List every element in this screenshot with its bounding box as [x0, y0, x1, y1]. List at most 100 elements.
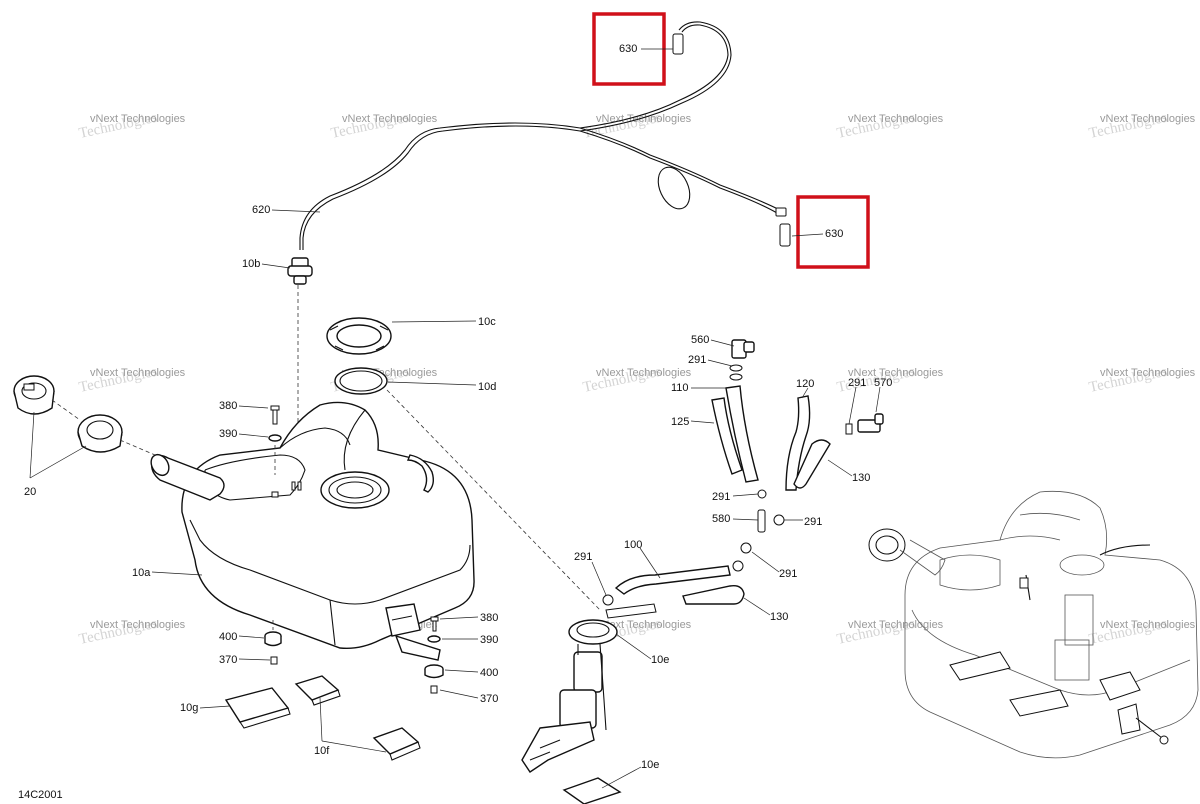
clamp-291[interactable] [729, 373, 743, 381]
clamp-291[interactable] [602, 594, 614, 606]
vent-hose-620[interactable] [299, 21, 791, 250]
callout-400: 400 [219, 631, 237, 643]
callout-390: 390 [219, 428, 237, 440]
lock-ring-10c[interactable] [326, 317, 392, 355]
hose-120[interactable] [785, 395, 811, 491]
callout-10c: 10c [478, 316, 496, 328]
clamp-291[interactable] [732, 560, 744, 572]
pad-10g[interactable] [224, 687, 291, 729]
washer-390[interactable] [268, 434, 282, 442]
pad-10f-lower[interactable] [372, 727, 421, 761]
bolt-380[interactable] [270, 405, 280, 425]
clamp-291[interactable] [729, 364, 743, 372]
callout-125: 125 [671, 416, 689, 428]
callout-10g: 10g [180, 702, 198, 714]
callout-291: 291 [779, 568, 797, 580]
clamp-291[interactable] [757, 489, 767, 499]
fuel-cap-adapter-20[interactable] [77, 414, 123, 453]
callout-labels: 630 630 620 10b 10c 10d 380 390 20 10a 4… [18, 43, 892, 801]
watermark: Technologies vNext Technologies [1088, 616, 1196, 648]
callout-291: 291 [688, 354, 706, 366]
callout-291: 291 [574, 551, 592, 563]
fuel-tank-10a[interactable] [181, 401, 475, 650]
callout-291: 291 [848, 377, 866, 389]
svg-text:vNext Technologies: vNext Technologies [1100, 619, 1196, 631]
svg-text:vNext Technologies: vNext Technologies [848, 367, 944, 379]
svg-text:vNext Technologies: vNext Technologies [848, 619, 944, 631]
callout-390-right: 390 [480, 634, 498, 646]
clamp-291[interactable] [773, 514, 785, 526]
watermark: Technologies vNext Technologies [78, 110, 186, 142]
nut-370-right[interactable] [430, 685, 438, 694]
watermark: Technologies vNext Technologies [78, 364, 186, 396]
connector-560[interactable] [731, 339, 755, 359]
assembly-line [386, 389, 601, 611]
watermark: Technologies vNext Technologies [1088, 364, 1196, 396]
callout-560: 560 [691, 334, 709, 346]
callout-570: 570 [874, 377, 892, 389]
bolt-380-right[interactable] [430, 616, 439, 632]
watermark: Technologies vNext Technologies [78, 616, 186, 648]
callout-380: 380 [219, 400, 237, 412]
svg-text:vNext Technologies: vNext Technologies [848, 113, 944, 125]
callout-400-right: 400 [480, 667, 498, 679]
mount-bracket[interactable] [394, 634, 441, 661]
callout-630-right: 630 [825, 228, 843, 240]
watermark: Technologies vNext Technologies [330, 110, 438, 142]
callout-20: 20 [24, 486, 36, 498]
watermark: Technologies vNext Technologies [836, 616, 944, 648]
hose-100[interactable] [614, 565, 731, 595]
callout-110: 110 [671, 382, 689, 394]
callout-10e: 10e [641, 759, 659, 771]
connector-570[interactable] [857, 413, 884, 433]
callout-130: 130 [852, 472, 870, 484]
callout-291: 291 [712, 491, 730, 503]
watermark: Technologies vNext Technologies [1088, 110, 1196, 142]
callout-370: 370 [219, 654, 237, 666]
callout-380-right: 380 [480, 612, 498, 624]
callout-10d: 10d [478, 381, 496, 393]
callout-130: 130 [770, 611, 788, 623]
clamp-291[interactable] [740, 542, 752, 554]
hose-110[interactable] [725, 385, 759, 483]
fuel-cap-20[interactable] [13, 375, 55, 415]
svg-text:vNext Technologies: vNext Technologies [90, 367, 186, 379]
hose-125[interactable] [711, 397, 743, 475]
callout-10f: 10f [314, 745, 330, 757]
svg-text:vNext Technologies: vNext Technologies [596, 619, 692, 631]
watermark: Technologies vNext Technologies [836, 110, 944, 142]
hose-130[interactable] [793, 439, 831, 489]
callout-630-top: 630 [619, 43, 637, 55]
callout-291: 291 [804, 516, 822, 528]
grommet-400[interactable] [264, 631, 282, 647]
callout-10e: 10e [651, 654, 669, 666]
svg-text:vNext Technologies: vNext Technologies [596, 367, 692, 379]
grommet-400-right[interactable] [424, 664, 444, 679]
svg-text:vNext Technologies: vNext Technologies [1100, 367, 1196, 379]
svg-text:vNext Technologies: vNext Technologies [342, 113, 438, 125]
gasket-10d[interactable] [334, 367, 388, 395]
washer-390-right[interactable] [427, 635, 441, 643]
callout-370-right: 370 [480, 693, 498, 705]
callout-620: 620 [252, 204, 270, 216]
clamp-291[interactable] [845, 423, 853, 435]
connector-580[interactable] [757, 509, 766, 533]
valve-10b[interactable] [287, 257, 313, 285]
pad-10e[interactable] [562, 777, 622, 804]
callout-10a: 10a [132, 567, 151, 579]
filler-neck[interactable] [148, 451, 225, 501]
svg-text:vNext Technologies: vNext Technologies [90, 619, 186, 631]
callout-120: 120 [796, 378, 814, 390]
assembly-line [51, 399, 81, 421]
assembled-tank-view [868, 491, 1199, 759]
nut-370[interactable] [270, 656, 278, 665]
svg-text:vNext Technologies: vNext Technologies [90, 113, 186, 125]
callout-580: 580 [712, 513, 730, 525]
hose-130-lower[interactable] [682, 584, 745, 605]
callout-100: 100 [624, 539, 642, 551]
fuel-pump-10e[interactable] [521, 603, 657, 773]
callout-10b: 10b [242, 258, 260, 270]
highlight-box-630-right [796, 195, 870, 269]
pad-10f[interactable] [294, 675, 341, 706]
